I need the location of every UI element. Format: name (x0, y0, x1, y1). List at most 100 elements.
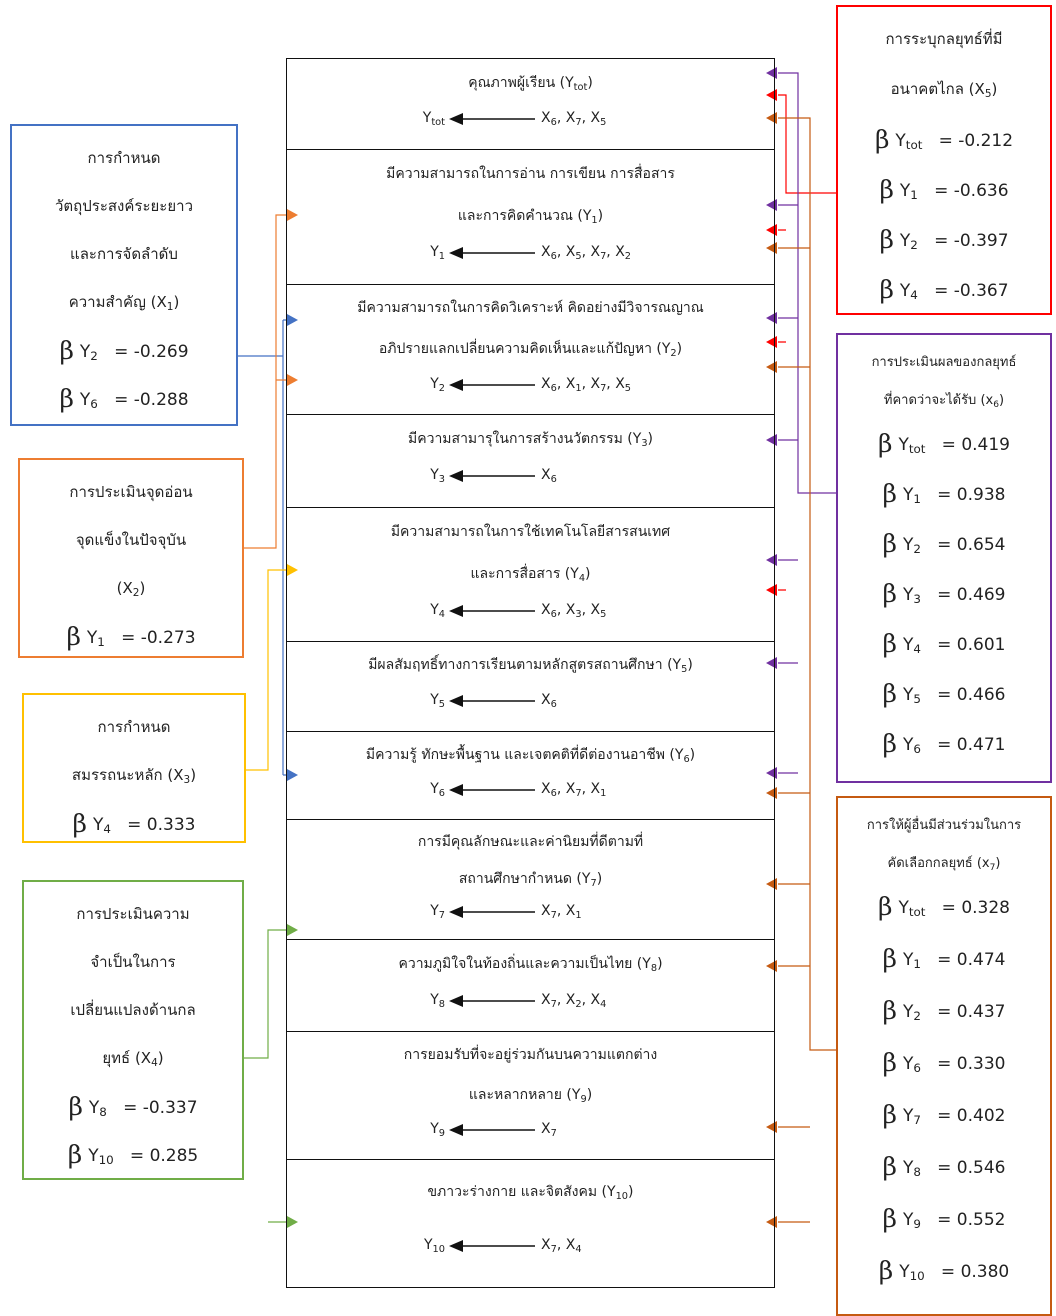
factor-label: คัดเลือกกลยุทธ์ (x7) (887, 856, 1001, 873)
factor-box-x6: การประเมินผลของกลยุทธ์ที่คาดว่าจะได้รับ … (836, 333, 1052, 783)
predictor-list: X6 (541, 467, 557, 486)
factor-label: อนาคตไกล (X5) (890, 80, 998, 100)
outcome-row: คุณภาพผู้เรียน (Ytot) Ytot X6, X7, X5 (287, 59, 774, 150)
factor-box-x4: การประเมินความจำเป็นในการเปลี่ยนแปลงด้าน… (22, 880, 244, 1180)
outcome-title: มีความสามารุในการสร้างนวัตกรรม (Y3) (407, 431, 654, 450)
predictor-list: X6, X7, X1 (541, 781, 607, 799)
outcome-title: และหลากหลาย (Y9) (468, 1087, 593, 1105)
arrowhead-icon (287, 1216, 298, 1228)
arrow-left-icon (449, 905, 535, 918)
arrow-left-icon (449, 247, 535, 260)
connector-line (778, 72, 836, 774)
outcome-title: มีผลสัมฤทธิ์ทางการเรียนตามหลักสูตรสถานศึ… (368, 657, 693, 676)
factor-label: การให้ผู้อื่นมีส่วนร่วมในการ (866, 818, 1022, 833)
arrow-left-icon (449, 695, 535, 708)
outcome-title: ความภูมิใจในท้องถิ่นและความเป็นไทย (Y8) (398, 955, 663, 974)
arrowhead-icon (287, 769, 298, 781)
outcome-target: Ytot (422, 110, 445, 129)
factor-label: การกำหนด (97, 718, 171, 736)
outcome-row: ความภูมิใจในท้องถิ่นและความเป็นไทย (Y8) Y… (287, 939, 774, 1032)
factor-label: ความสำคัญ (X1) (68, 293, 180, 313)
factor-label: สมรรถนะหลัก (X3) (71, 766, 197, 786)
arrowhead-icon (287, 924, 298, 936)
outcome-title: และการคิดคำนวณ (Y1) (457, 208, 604, 227)
outcome-target: Y7 (430, 902, 445, 921)
outcome-title: มีความสามารถในการอ่าน การเขียน การสื่อสา… (386, 165, 675, 182)
outcome-row: มีความสามารถในการคิดวิเคราะห์ คิดอย่างมี… (287, 284, 774, 415)
arrowhead-icon (287, 374, 298, 386)
predictor-list: X7, X4 (541, 1236, 582, 1255)
predictor-list: X6, X3, X5 (541, 601, 607, 620)
connector-line (778, 94, 836, 591)
factor-label: วัตถุประสงค์ระยะยาว (55, 197, 193, 215)
outcome-title: มีความสามารถในการใช้เทคโนโลยีสารสนเทศ (390, 523, 671, 540)
factor-label: เปลี่ยนแปลงด้านกล (70, 1001, 196, 1019)
predictor-list: X7 (541, 1121, 557, 1139)
factor-label: และการจัดลำดับ (70, 245, 178, 263)
outcome-row: มีความสามารถในการใช้เทคโนโลยีสารสนเทศและ… (287, 507, 774, 642)
factor-label: การกำหนด (87, 149, 161, 167)
outcome-row: มีความสามารุในการสร้างนวัตกรรม (Y3) Y3 X6 (287, 414, 774, 508)
outcome-title: สถานศึกษากำหนด (Y7) (458, 871, 603, 890)
outcome-title: มีความรู้ ทักษะพื้นฐาน และเจตคติที่ดีต่อ… (365, 747, 696, 765)
outcome-target: Y5 (430, 692, 445, 711)
predictor-list: X6, X7, X5 (541, 110, 607, 129)
arrowhead-icon (287, 314, 298, 326)
factor-label: จำเป็นในการ (90, 953, 176, 971)
arrow-left-icon (449, 604, 535, 617)
factor-label: ยุทธ์ (X4) (102, 1049, 164, 1069)
factor-label: การประเมินจุดอ่อน (69, 483, 193, 501)
predictor-list: X7, X2, X4 (541, 991, 607, 1010)
factor-label: ที่คาดว่าจะได้รับ (x6) (883, 393, 1005, 410)
outcome-row: มีความสามารถในการอ่าน การเขียน การสื่อสา… (287, 149, 774, 285)
outcome-target: Y8 (430, 991, 445, 1010)
arrow-left-icon (449, 113, 535, 126)
connector-line (244, 929, 290, 1223)
outcome-target: Y10 (423, 1236, 445, 1255)
factor-label: การระบุกลยุทธ์ที่มี (885, 30, 1003, 48)
arrow-left-icon (449, 784, 535, 796)
outcome-table: คุณภาพผู้เรียน (Ytot) Ytot X6, X7, X5 มีควา… (286, 58, 775, 1288)
outcome-row: มีผลสัมฤทธิ์ทางการเรียนตามหลักสูตรสถานศึ… (287, 641, 774, 732)
outcome-title: อภิปรายแลกเปลี่ยนความคิดเห็นและแก้ปัญหา … (378, 340, 683, 359)
factor-box-x7: การให้ผู้อื่นมีส่วนร่วมในการคัดเลือกกลยุ… (836, 796, 1052, 1316)
arrow-left-icon (449, 470, 535, 483)
outcome-target: Y3 (430, 467, 445, 486)
outcome-target: Y9 (430, 1121, 445, 1139)
outcome-title: มีความสามารถในการคิดวิเคราะห์ คิดอย่างมี… (357, 300, 704, 317)
outcome-title: และการสื่อสาร (Y4) (470, 565, 591, 584)
arrowhead-icon (287, 564, 298, 576)
outcome-target: Y4 (430, 601, 445, 620)
outcome-title: ขภาวะร่างกาย และจิตสังคม (Y10) (427, 1183, 634, 1202)
outcome-title: การมีคุณลักษณะและค่านิยมที่ดีตามที่ (417, 833, 644, 850)
outcome-title: คุณภาพผู้เรียน (Ytot) (468, 75, 593, 94)
factor-label: จุดแข็งในปัจจุบัน (75, 531, 187, 549)
outcome-target: Y2 (430, 375, 445, 394)
connector-line (238, 320, 284, 775)
arrow-left-icon (449, 378, 535, 391)
arrow-left-icon (449, 1124, 535, 1136)
